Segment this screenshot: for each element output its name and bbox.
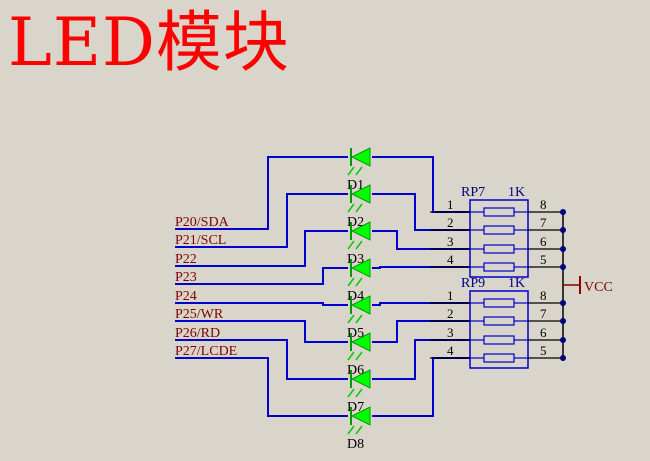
wire-net-1 [175, 193, 348, 248]
pin-number-left: 1 [447, 288, 454, 303]
wire-net-4 [175, 302, 348, 306]
net-label-3: P23 [175, 270, 197, 285]
pin-number-left: 1 [447, 197, 454, 212]
net-label-2: P22 [175, 252, 197, 267]
junction-dot [560, 246, 566, 252]
pack-body [469, 290, 529, 369]
junction-dot [560, 355, 566, 361]
pin-number-left: 4 [447, 343, 454, 358]
pin-number-right: 8 [540, 197, 547, 212]
pin-number-right: 5 [540, 252, 547, 267]
led-ray [355, 314, 363, 324]
wire-led-rp-5 [372, 320, 470, 343]
wire-net-3 [175, 267, 348, 285]
pin-number-left: 2 [447, 215, 454, 230]
pack-body [469, 199, 529, 278]
resistor [483, 244, 515, 254]
pin-number-right: 6 [540, 325, 547, 340]
pin-number-left: 3 [447, 325, 454, 340]
led-d6: D6 [347, 332, 371, 378]
led-triangle [350, 369, 371, 389]
led-ray [347, 166, 355, 176]
wire-net-2 [175, 230, 348, 267]
led-ray [347, 388, 355, 398]
led-ray [347, 240, 355, 250]
resistor [483, 335, 515, 345]
net-label-5: P25/WR [175, 307, 224, 322]
wire-led-rp-6 [372, 339, 470, 380]
wire-led-rp-2 [372, 230, 470, 250]
wire-net-5 [175, 320, 348, 343]
rp7-resistor-pack: 1 8 2 7 3 6 4 5 RP7 1K [430, 185, 566, 278]
led-ray [347, 277, 355, 287]
net-label-0: P20/SDA [175, 215, 230, 230]
led-d8: D8 [347, 406, 371, 452]
led-triangle [350, 147, 371, 167]
wire-led-rp-0 [372, 156, 470, 213]
wire-led-rp-7 [372, 357, 470, 417]
led-triangle [350, 184, 371, 204]
led-ray [355, 277, 363, 287]
wire-net-0 [175, 156, 348, 230]
led-ref: D8 [347, 437, 364, 452]
resistor [483, 298, 515, 308]
pin-number-left: 4 [447, 252, 454, 267]
wire-net-6 [175, 339, 348, 380]
led-ray [355, 203, 363, 213]
led-triangle [350, 332, 371, 352]
wire-led-rp-4 [372, 302, 470, 306]
resistor [483, 262, 515, 272]
net-label-4: P24 [175, 289, 197, 304]
led-ray [355, 388, 363, 398]
net-label-6: P26/RD [175, 326, 220, 341]
wire-led-rp-3 [372, 266, 470, 269]
wire-net-7 [175, 357, 348, 417]
pin-number-left: 3 [447, 234, 454, 249]
resistor [483, 225, 515, 235]
led-ray [347, 314, 355, 324]
junction-dot [560, 318, 566, 324]
led-ray [355, 166, 363, 176]
pin-number-right: 7 [540, 306, 547, 321]
resistor [483, 207, 515, 217]
pack-ref: RP7 [461, 185, 485, 200]
page-title: LED模块 [8, 4, 290, 81]
led-ray [355, 425, 363, 435]
resistor [483, 316, 515, 326]
pack-ref: RP9 [461, 276, 485, 291]
led-ray [347, 351, 355, 361]
resistor [483, 353, 515, 363]
pin-number-right: 5 [540, 343, 547, 358]
vcc-label: VCC [584, 280, 613, 295]
pack-value: 1K [508, 276, 525, 291]
led-triangle [350, 406, 371, 426]
pin-number-right: 8 [540, 288, 547, 303]
led-ray [355, 351, 363, 361]
net-label-1: P21/SCL [175, 233, 226, 248]
pin-number-right: 6 [540, 234, 547, 249]
junction-dot [560, 337, 566, 343]
pin-number-right: 7 [540, 215, 547, 230]
led-triangle [350, 221, 371, 241]
led-ray [347, 203, 355, 213]
led-ray [347, 425, 355, 435]
junction-dot [560, 209, 566, 215]
rp9-resistor-pack: 1 8 2 7 3 6 4 5 RP9 1K [430, 276, 566, 369]
net-label-7: P27/LCDE [175, 344, 237, 359]
led-triangle [350, 258, 371, 278]
junction-dot [560, 300, 566, 306]
junction-dot [560, 264, 566, 270]
pin-number-left: 2 [447, 306, 454, 321]
led-triangle [350, 295, 371, 315]
pack-value: 1K [508, 185, 525, 200]
junction-dot [560, 227, 566, 233]
led-ray [355, 240, 363, 250]
